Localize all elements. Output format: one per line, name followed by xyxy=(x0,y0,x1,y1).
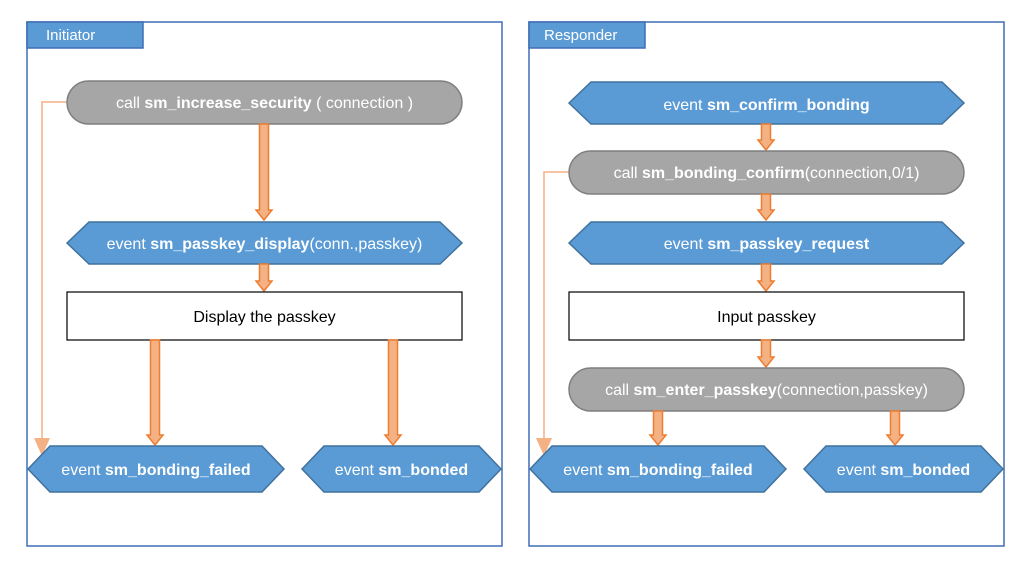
svg-text:event sm_passkey_request: event sm_passkey_request xyxy=(664,236,870,253)
display-passkey-label: Display the passkey xyxy=(193,309,335,326)
responder-failure-line xyxy=(536,171,570,456)
flow-arrow-shape xyxy=(885,410,905,447)
event-confirm-bonding-func: sm_confirm_bonding xyxy=(707,97,870,114)
initiator-bonded-func: sm_bonded xyxy=(378,462,468,479)
svg-text:event sm_bonding_failed: event sm_bonding_failed xyxy=(61,462,250,479)
flow-arrow-shape xyxy=(756,123,776,152)
event-passkey-request-func: sm_passkey_request xyxy=(707,236,870,253)
event-confirm-bonding-node: event sm_confirm_bonding xyxy=(567,81,966,125)
call-bonding-confirm-node: call sm_bonding_confirm(connection,0/1) xyxy=(568,150,965,195)
svg-text:call sm_enter_passkey(connecti: call sm_enter_passkey(connection,passkey… xyxy=(605,382,928,399)
arrow-confirm-call-to-request xyxy=(756,193,776,222)
event-passkey-display-suffix: (conn.,passkey) xyxy=(309,236,422,253)
call-increase-security-node: call sm_increase_security ( connection ) xyxy=(66,80,463,125)
input-passkey-box: Input passkey xyxy=(568,291,965,341)
initiator-event-bonded-node: event sm_bonded xyxy=(300,445,503,493)
svg-text:event sm_bonded: event sm_bonded xyxy=(837,462,970,479)
arrow-display-event-to-box xyxy=(254,263,274,293)
initiator-bonded-prefix: event xyxy=(335,462,379,479)
responder-bonded-func: sm_bonded xyxy=(880,462,970,479)
arrow-increase-to-display xyxy=(254,123,274,222)
svg-text:event sm_passkey_display(conn.: event sm_passkey_display(conn.,passkey) xyxy=(107,236,423,253)
flow-arrow-shape xyxy=(756,263,776,293)
arrow-input-to-enter xyxy=(756,339,776,369)
initiator-bonding-failed-prefix: event xyxy=(61,462,105,479)
initiator-title-tab xyxy=(26,21,144,49)
responder-bonded-prefix: event xyxy=(837,462,881,479)
call-increase-security-func: sm_increase_security xyxy=(144,95,311,112)
svg-text:event sm_bonded: event sm_bonded xyxy=(335,462,468,479)
display-passkey-box: Display the passkey xyxy=(66,291,463,341)
call-bonding-confirm-suffix: (connection,0/1) xyxy=(805,165,920,182)
arrow-display-to-bonded xyxy=(383,339,403,447)
svg-text:event sm_bonding_failed: event sm_bonding_failed xyxy=(563,462,752,479)
arrow-enter-to-bonded xyxy=(885,410,905,447)
call-enter-passkey-node: call sm_enter_passkey(connection,passkey… xyxy=(568,367,965,412)
call-enter-passkey-func: sm_enter_passkey xyxy=(634,382,777,399)
initiator-event-bonding-failed-node: event sm_bonding_failed xyxy=(26,445,286,493)
flow-arrow-shape xyxy=(648,410,668,447)
call-increase-security-prefix: call xyxy=(116,95,144,112)
call-bonding-confirm-prefix: call xyxy=(614,165,642,182)
event-passkey-request-node: event sm_passkey_request xyxy=(567,221,966,265)
flow-arrow-shape xyxy=(254,263,274,293)
arrow-request-to-input xyxy=(756,263,776,293)
svg-text:call sm_bonding_confirm(connec: call sm_bonding_confirm(connection,0/1) xyxy=(614,165,920,182)
arrow-confirm-event-to-call xyxy=(756,123,776,152)
input-passkey-label: Input passkey xyxy=(717,309,816,326)
initiator-bonding-failed-func: sm_bonding_failed xyxy=(105,462,251,479)
flow-arrow-shape xyxy=(145,339,165,447)
responder-title-tab xyxy=(528,21,646,49)
flow-arrow-shape xyxy=(383,339,403,447)
responder-bonding-failed-func: sm_bonding_failed xyxy=(607,462,753,479)
call-enter-passkey-suffix: (connection,passkey) xyxy=(777,382,928,399)
arrow-enter-to-failed xyxy=(648,410,668,447)
responder-event-bonded-node: event sm_bonded xyxy=(802,445,1005,493)
responder-title: Responder xyxy=(544,27,617,44)
event-confirm-bonding-prefix: event xyxy=(663,97,707,114)
flow-arrow-shape xyxy=(756,193,776,222)
event-passkey-display-node: event sm_passkey_display(conn.,passkey) xyxy=(65,221,464,265)
arrow-display-to-failed xyxy=(145,339,165,447)
flow-arrow-shape xyxy=(254,123,274,222)
initiator-failure-line xyxy=(34,101,68,456)
event-passkey-request-prefix: event xyxy=(664,236,708,253)
responder-bonding-failed-prefix: event xyxy=(563,462,607,479)
call-enter-passkey-prefix: call xyxy=(605,382,633,399)
responder-event-bonding-failed-node: event sm_bonding_failed xyxy=(528,445,788,493)
svg-text:call sm_increase_security ( co: call sm_increase_security ( connection ) xyxy=(116,95,413,112)
event-passkey-display-prefix: event xyxy=(107,236,151,253)
event-passkey-display-func: sm_passkey_display xyxy=(150,236,309,253)
initiator-title: Initiator xyxy=(46,27,95,44)
flow-arrow-shape xyxy=(756,339,776,369)
call-increase-security-suffix: ( connection ) xyxy=(312,95,413,112)
call-bonding-confirm-func: sm_bonding_confirm xyxy=(642,165,805,182)
svg-text:event sm_confirm_bonding: event sm_confirm_bonding xyxy=(663,97,869,114)
